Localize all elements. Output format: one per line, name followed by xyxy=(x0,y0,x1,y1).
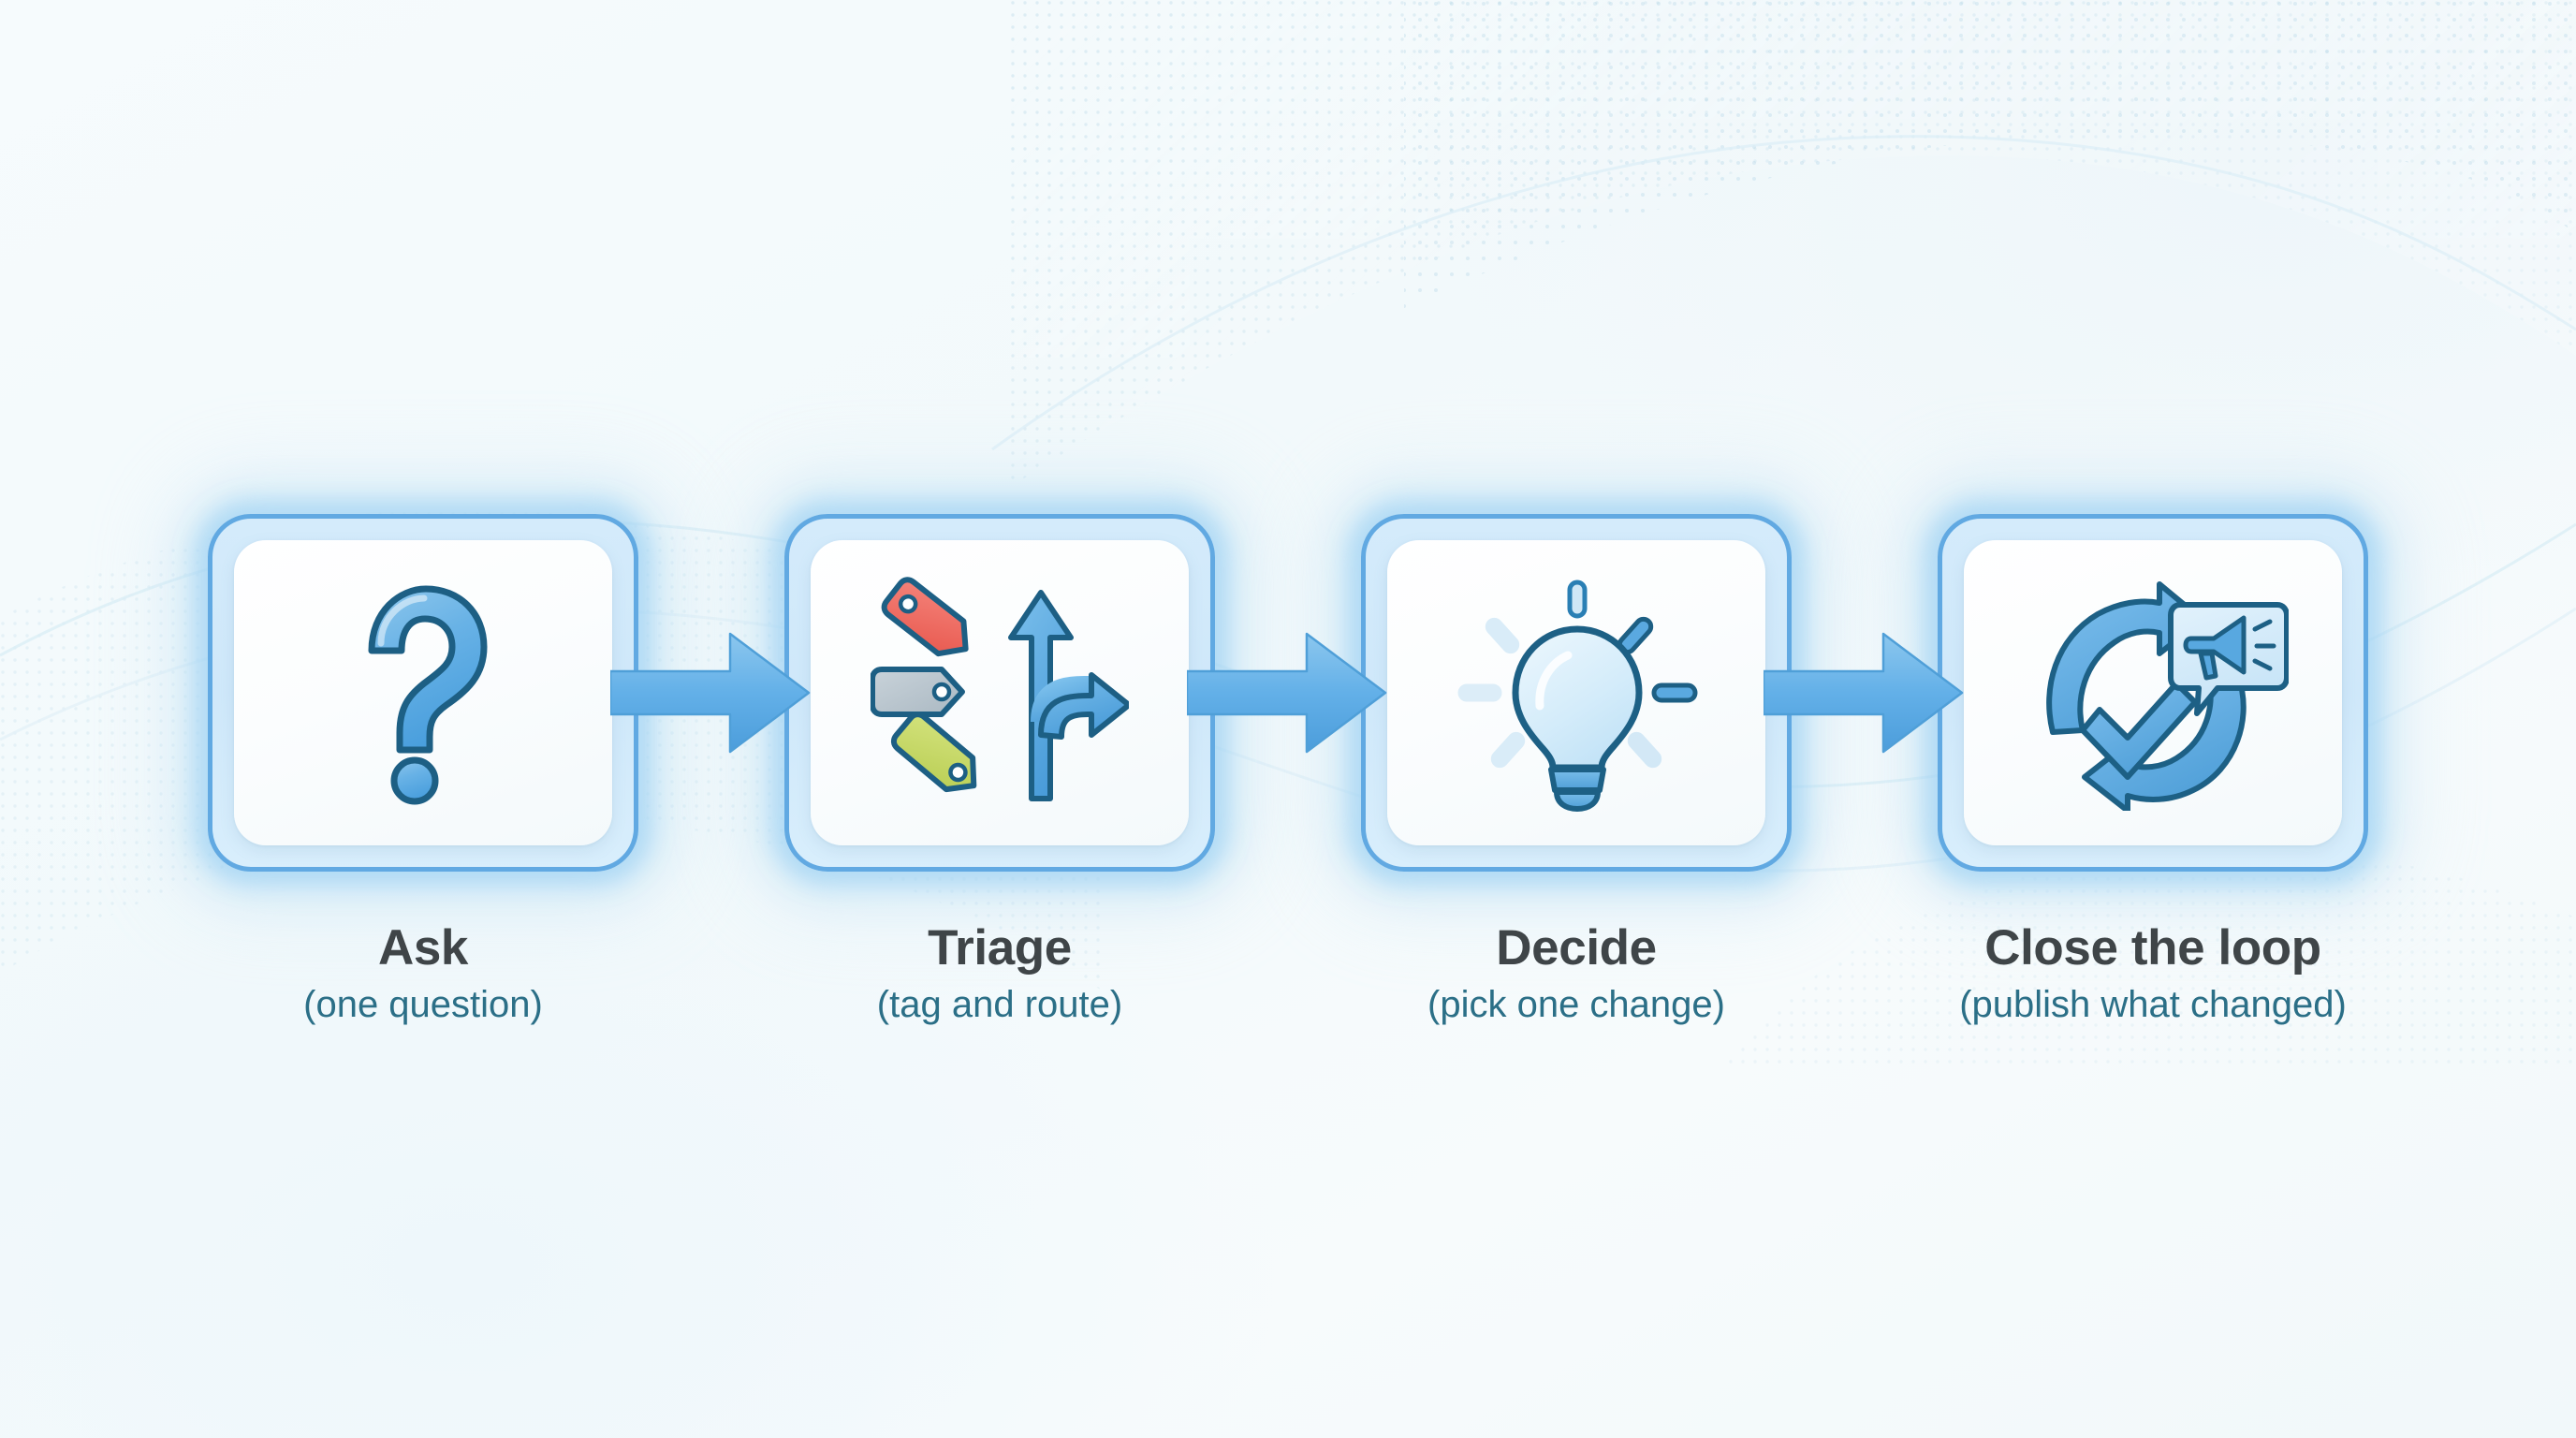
step-label-triage: Triage (tag and route) xyxy=(781,922,1219,1025)
step-card-triage[interactable] xyxy=(781,492,1219,894)
step-title: Triage xyxy=(928,920,1072,976)
step-card-close-the-loop[interactable] xyxy=(1934,492,2372,894)
connector-arrow-2 xyxy=(1187,623,1389,763)
card-face xyxy=(811,540,1189,845)
step-subtitle: (publish what changed) xyxy=(1959,983,2347,1025)
card-face xyxy=(1964,540,2342,845)
card-face xyxy=(1387,540,1765,845)
card-frame xyxy=(208,514,638,872)
step-label-close-the-loop: Close the loop (publish what changed) xyxy=(1934,922,2372,1025)
card-face xyxy=(234,540,612,845)
step-label-ask: Ask (one question) xyxy=(204,922,642,1025)
refresh-check-megaphone-icon xyxy=(2046,581,2289,811)
step-title: Decide xyxy=(1496,920,1657,976)
step-label-decide: Decide (pick one change) xyxy=(1357,922,1795,1025)
step-subtitle: (one question) xyxy=(303,983,543,1025)
step-title: Close the loop xyxy=(1984,920,2321,976)
process-flow-row xyxy=(0,492,2576,894)
step-card-decide[interactable] xyxy=(1357,492,1795,894)
step-subtitle: (tag and route) xyxy=(876,983,1123,1025)
card-frame xyxy=(784,514,1215,872)
card-frame xyxy=(1361,514,1792,872)
right-arrow-icon xyxy=(1187,632,1387,754)
step-labels-row: Ask (one question) Triage (tag and route… xyxy=(0,922,2576,1072)
card-frame xyxy=(1938,514,2368,872)
connector-arrow-1 xyxy=(610,623,812,763)
step-title: Ask xyxy=(377,920,469,976)
right-arrow-icon xyxy=(610,632,811,754)
step-subtitle: (pick one change) xyxy=(1427,983,1725,1025)
lightbulb-icon xyxy=(1457,580,1698,812)
step-card-ask[interactable] xyxy=(204,492,642,894)
connector-arrow-3 xyxy=(1764,623,1966,763)
tags-and-branching-arrows-icon xyxy=(871,577,1129,801)
right-arrow-icon xyxy=(1764,632,1964,754)
question-mark-icon xyxy=(368,585,488,805)
